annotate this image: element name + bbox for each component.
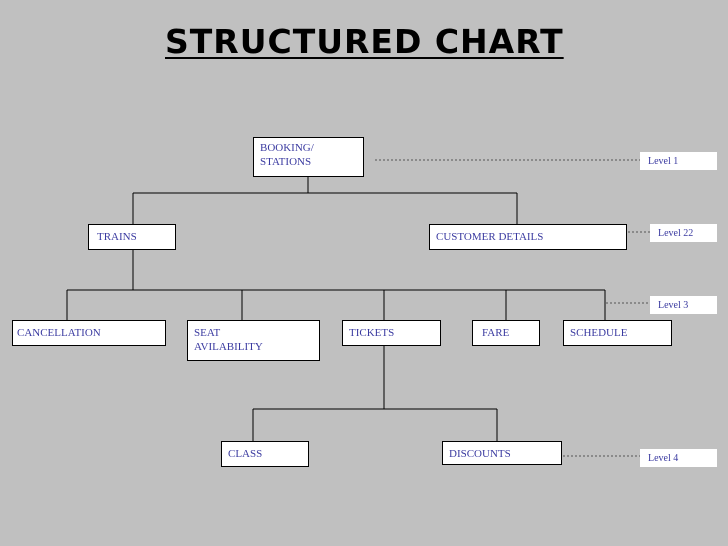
node-discounts: DISCOUNTS — [442, 441, 562, 465]
node-schedule: SCHEDULE — [563, 320, 672, 346]
level-2-label: Level 22 — [650, 224, 717, 242]
level-4-label: Level 4 — [640, 449, 717, 467]
level-3-label: Level 3 — [650, 296, 717, 314]
node-cancellation: CANCELLATION — [12, 320, 166, 346]
level-1-label: Level 1 — [640, 152, 717, 170]
node-trains: TRAINS — [88, 224, 176, 250]
node-seat-availability: SEAT AVILABILITY — [187, 320, 320, 361]
node-fare: FARE — [472, 320, 540, 346]
node-customer-details: CUSTOMER DETAILS — [429, 224, 627, 250]
node-class: CLASS — [221, 441, 309, 467]
node-booking-stations: BOOKING/ STATIONS — [253, 137, 364, 177]
page-title: STRUCTURED CHART — [165, 22, 564, 61]
node-tickets: TICKETS — [342, 320, 441, 346]
